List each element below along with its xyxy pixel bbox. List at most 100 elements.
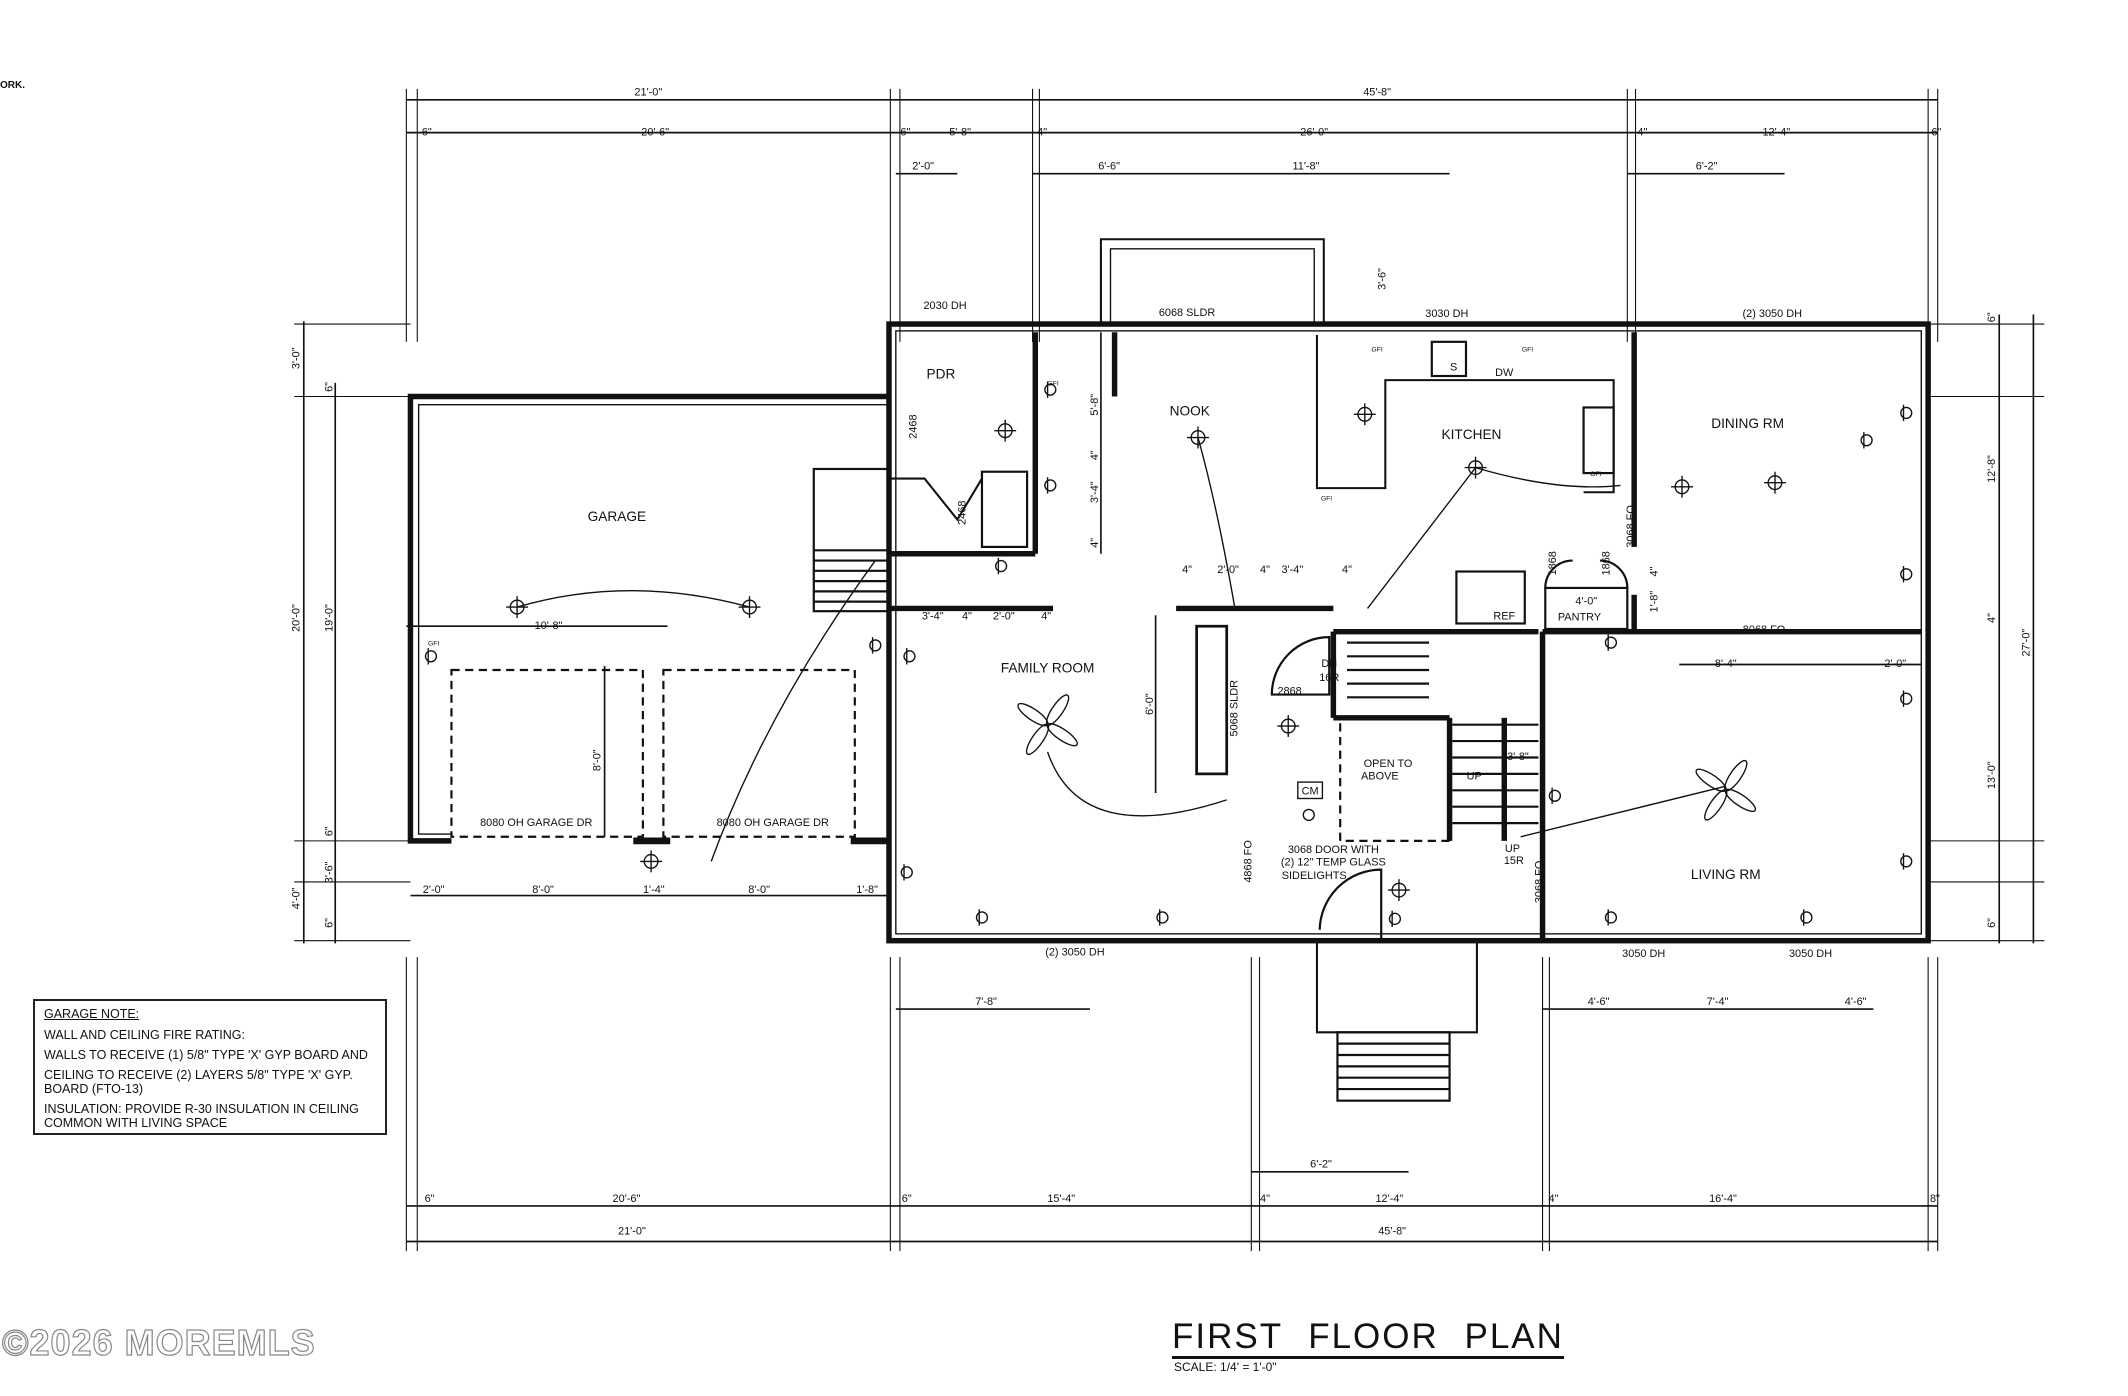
- dimension-label: 6": [902, 1193, 912, 1205]
- ceiling-fan-icon: [1045, 694, 1070, 726]
- dimension-label: 20'-0": [291, 604, 303, 632]
- opening-label: 8068 FO: [1743, 624, 1786, 636]
- annotation-label: GFI: [1321, 495, 1332, 502]
- dimension-label: 3'-4": [1089, 481, 1101, 503]
- opening-label: 3050 DH: [1622, 948, 1665, 960]
- dimension-label: 2'-0": [1217, 564, 1239, 576]
- opening-label: 6068 SLDR: [1159, 307, 1216, 319]
- annotation-label: 16R: [1319, 672, 1339, 684]
- garage-note-line: WALLS TO RECEIVE (1) 5/8" TYPE 'X' GYP B…: [44, 1048, 368, 1062]
- fixtures: [424, 381, 1913, 928]
- annotation-label: SIDELIGHTS: [1282, 870, 1347, 882]
- dimension-label: 4": [1037, 126, 1047, 138]
- outlet-icon: [975, 911, 989, 924]
- dimension-label: 19'-0": [324, 604, 336, 632]
- room-label: PDR: [927, 367, 956, 382]
- dimension-label: 21'-0": [634, 87, 662, 99]
- opening-label: (2) 3050 DH: [1045, 947, 1105, 959]
- dimension-label: 6": [324, 826, 336, 836]
- dimension-label: 4": [1342, 564, 1352, 576]
- annotation-label: (2) 12" TEMP GLASS: [1281, 856, 1386, 868]
- annotation-label: 15R: [1504, 855, 1524, 867]
- dimension-label: 1'-8": [1648, 591, 1660, 613]
- opening-label: 8080 OH GARAGE DR: [480, 817, 592, 829]
- opening-label: 2868: [1277, 686, 1301, 698]
- dimension-label: 12'-8": [1986, 455, 1998, 483]
- annotation-label: GFI: [1590, 471, 1601, 478]
- dimension-label: 5'-8": [949, 126, 971, 138]
- opening-label: 2030 DH: [923, 300, 966, 312]
- opening-label: (2) 3050 DH: [1743, 308, 1803, 320]
- opening-label: 1868: [1547, 551, 1559, 575]
- dimension-label: 8": [1930, 1193, 1940, 1205]
- dimension-label: 4": [1549, 1193, 1559, 1205]
- annotation-label: 3068 DOOR WITH: [1288, 844, 1379, 856]
- dimension-label: 6": [324, 918, 336, 928]
- dimension-label: 3'-0": [291, 347, 303, 369]
- outlet-icon: [1900, 406, 1913, 420]
- dimension-label: 6": [1986, 312, 1998, 322]
- opening-label: 3030 DH: [1425, 308, 1468, 320]
- dimension-label: 6": [900, 126, 910, 138]
- dimension-label: 1'-4": [643, 884, 665, 896]
- dimension-label: 45'-8": [1363, 87, 1391, 99]
- dimension-lines: [294, 88, 2045, 1252]
- cm-box: [1297, 781, 1324, 800]
- pdr-closet: [980, 470, 1029, 549]
- dimension-label: 6": [425, 1193, 435, 1205]
- switch-wire: [1366, 467, 1477, 609]
- open-to-above-outline: [1339, 716, 1451, 842]
- dimension-label: 6'-2": [1696, 161, 1718, 173]
- dimension-label: 6": [422, 126, 432, 138]
- opening-label: 2468: [957, 501, 969, 525]
- annotation-label: GFI: [428, 640, 439, 647]
- dimension-label: 4": [1089, 450, 1101, 460]
- dimension-label: 4": [1637, 126, 1647, 138]
- dimension-label: 16'-4": [1709, 1193, 1737, 1205]
- dimension-label: 2'-0": [912, 161, 934, 173]
- opening-label: 3068 FO: [1625, 505, 1637, 548]
- annotation-label: GFI: [1047, 381, 1058, 388]
- pdr-angled-wall: [888, 471, 983, 522]
- dimension-label: 4": [1260, 564, 1270, 576]
- dimension-label: 4": [1089, 538, 1101, 548]
- outlet-icon: [1604, 911, 1618, 924]
- dimension-label: 6": [324, 382, 336, 392]
- plan-scale: SCALE: 1/4' = 1'-0": [1174, 1360, 1277, 1374]
- room-label: KITCHEN: [1441, 427, 1501, 442]
- room-label: DINING RM: [1711, 416, 1784, 431]
- annotation-label: UP: [1467, 770, 1482, 782]
- dimension-label: 4'-0": [291, 887, 303, 909]
- range: [1582, 406, 1615, 475]
- annotation-label: DN: [1321, 658, 1337, 670]
- door-swing-2868: [1270, 636, 1331, 696]
- garage-wall-inner: [417, 404, 889, 835]
- dimension-label: 2'-0": [993, 610, 1015, 622]
- opening-label: 5068 SLDR: [1229, 680, 1241, 737]
- dimension-label: 1'-8": [856, 884, 878, 896]
- outlet-icon: [994, 559, 1008, 573]
- outlet-icon: [1900, 568, 1913, 581]
- dimension-label: 7'-4": [1707, 996, 1729, 1008]
- corner-text: ORK.: [0, 80, 25, 91]
- refrigerator: [1455, 570, 1526, 625]
- outlet-icon: [1548, 789, 1562, 802]
- dimension-label: 3'-6": [324, 861, 336, 883]
- dimension-label: 8'-0": [532, 884, 554, 896]
- dimension-label: 20'-6": [641, 126, 669, 138]
- dimension-label: 7'-8": [975, 996, 997, 1008]
- dimension-label: 4": [1182, 564, 1192, 576]
- dimension-label: 3'-4": [1281, 564, 1303, 576]
- dimension-label: 8'-0": [591, 749, 603, 771]
- opening-label: 4868 FO: [1242, 840, 1254, 882]
- garage-note-line: WALL AND CEILING FIRE RATING:: [44, 1028, 245, 1042]
- dimension-label: 15'-4": [1047, 1193, 1075, 1205]
- smoke-detector-icon: [1302, 808, 1315, 822]
- outlet-icon: [1900, 692, 1913, 705]
- dimension-label: 6'-0": [1144, 693, 1156, 715]
- door-swing-entry: [1318, 868, 1383, 941]
- dimension-label: 4": [1986, 613, 1998, 623]
- outlet-icon: [1900, 855, 1913, 868]
